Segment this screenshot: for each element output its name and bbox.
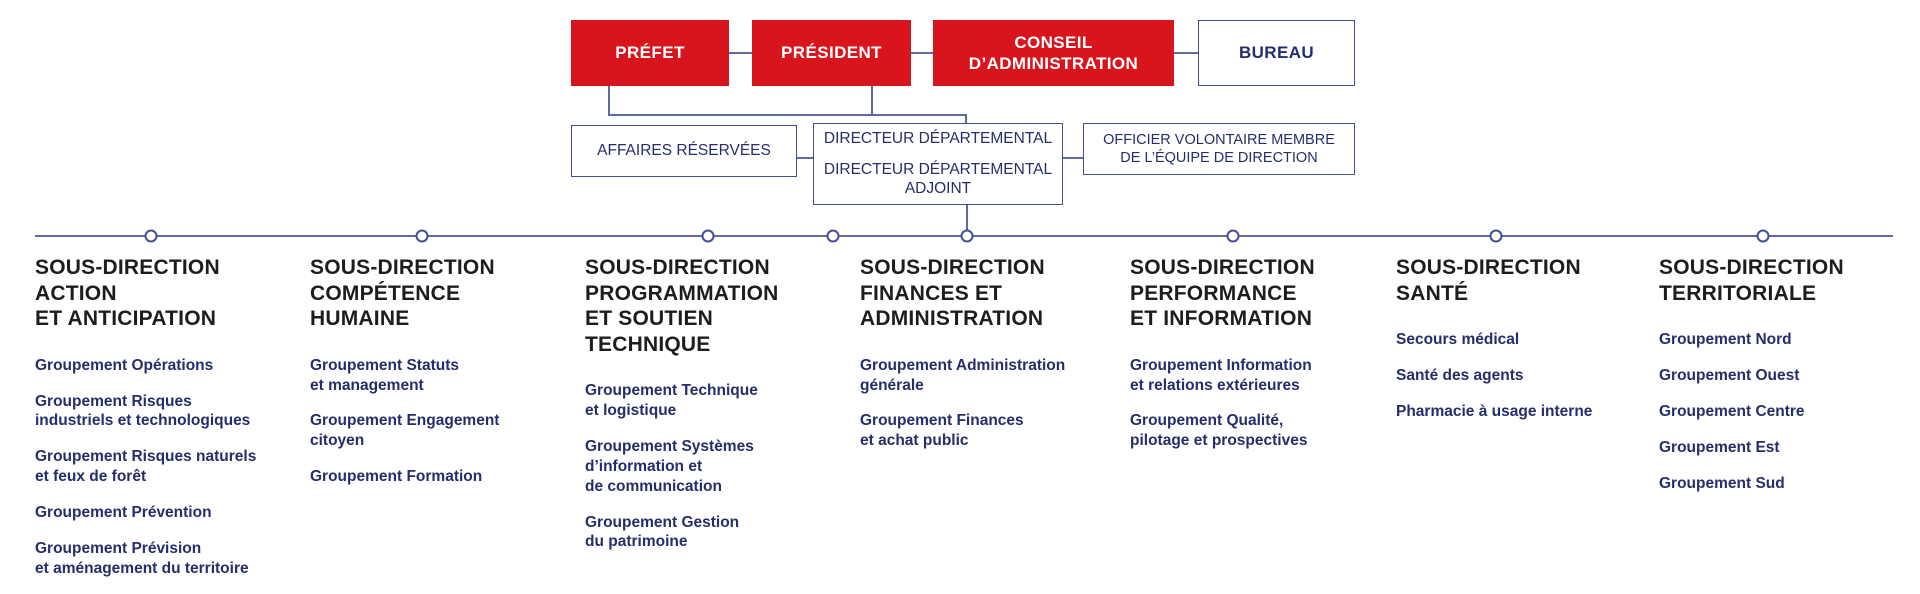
connector-node <box>415 229 429 243</box>
groupement-item: Groupement Prévention <box>35 503 212 521</box>
connector-prefet-president <box>729 52 752 54</box>
connector-president-conseil <box>911 52 933 54</box>
groupement-item: Groupement Systèmes d’information et de … <box>585 438 754 495</box>
connector-conseil-bureau <box>1174 52 1198 54</box>
groupement-item: Groupement Opérations <box>35 356 214 374</box>
sous-direction-column-7: SOUS-DIRECTION TERRITORIALE Groupement No… <box>1659 255 1914 509</box>
groupement-item: Groupement Formation <box>310 468 483 486</box>
directeur-departemental-box: DIRECTEUR DÉPARTEMENTAL DIRECTEUR DÉPART… <box>813 123 1063 205</box>
groupement-item: Groupement Technique et logistique <box>585 382 758 420</box>
groupement-item: Groupement Nord <box>1659 331 1792 349</box>
directeur-label: DIRECTEUR DÉPARTEMENTAL <box>823 130 1053 148</box>
connector-node <box>960 229 974 243</box>
connector-node <box>701 229 715 243</box>
sous-direction-column-1: SOUS-DIRECTION ACTION ET ANTICIPATION Gro… <box>35 255 290 594</box>
president-box: PRÉSIDENT <box>752 20 911 86</box>
connector-node <box>1226 229 1240 243</box>
groupement-item: Groupement Information et relations exté… <box>1130 356 1312 394</box>
sous-direction-column-4: SOUS-DIRECTION FINANCES ET ADMINISTRATIO… <box>860 255 1115 467</box>
sous-direction-column-3: SOUS-DIRECTION PROGRAMMATION ET SOUTIEN … <box>585 255 840 568</box>
connector-node <box>826 229 840 243</box>
sous-direction-title: SOUS-DIRECTION FINANCES ET ADMINISTRATIO… <box>860 256 1045 331</box>
sous-direction-title: SOUS-DIRECTION PERFORMANCE ET INFORMATIO… <box>1130 256 1315 331</box>
sous-direction-title: SOUS-DIRECTION ACTION ET ANTICIPATION <box>35 256 220 331</box>
groupement-item: Secours médical <box>1396 331 1520 349</box>
groupement-item: Groupement Engagement citoyen <box>310 412 500 450</box>
connector-node <box>1489 229 1503 243</box>
groupement-item: Groupement Est <box>1659 438 1780 456</box>
bureau-box: BUREAU <box>1198 20 1355 86</box>
groupement-item: Groupement Risques naturels et feux de f… <box>35 448 257 486</box>
sous-direction-column-5: SOUS-DIRECTION PERFORMANCE ET INFORMATIO… <box>1130 255 1385 467</box>
prefet-box: PRÉFET <box>571 20 729 86</box>
groupement-item: Groupement Centre <box>1659 402 1805 420</box>
groupement-item: Groupement Sud <box>1659 474 1785 492</box>
connector-directeur-mainline <box>966 205 968 236</box>
sous-direction-title: SOUS-DIRECTION COMPÉTENCE HUMAINE <box>310 256 495 331</box>
connector-prefet-drop <box>608 86 610 116</box>
sous-direction-title: SOUS-DIRECTION SANTÉ <box>1396 256 1581 305</box>
sous-direction-title: SOUS-DIRECTION PROGRAMMATION ET SOUTIEN … <box>585 256 779 356</box>
connector-drop-to-directeur <box>965 114 967 124</box>
groupement-item: Groupement Risques industriels et techno… <box>35 392 251 430</box>
groupement-item: Groupement Gestion du patrimoine <box>585 513 740 551</box>
sous-direction-title: SOUS-DIRECTION TERRITORIALE <box>1659 256 1844 305</box>
connector-affaires-directeur <box>797 157 813 159</box>
directeur-adjoint-label: DIRECTEUR DÉPARTEMENTAL ADJOINT <box>823 160 1053 198</box>
connector-mid-horizontal <box>608 114 967 116</box>
groupement-item: Groupement Statuts et management <box>310 356 459 394</box>
groupement-item: Groupement Finances et achat public <box>860 412 1024 450</box>
officier-volontaire-box: OFFICIER VOLONTAIRE MEMBRE DE L’ÉQUIPE D… <box>1083 123 1355 175</box>
conseil-administration-box: CONSEIL D’ADMINISTRATION <box>933 20 1174 86</box>
connector-node <box>144 229 158 243</box>
connector-node <box>1756 229 1770 243</box>
connector-president-drop <box>871 86 873 116</box>
groupement-item: Groupement Prévision et aménagement du t… <box>35 539 249 577</box>
groupement-item: Groupement Administration générale <box>860 356 1066 394</box>
affaires-reservees-box: AFFAIRES RÉSERVÉES <box>571 125 797 177</box>
groupement-item: Pharmacie à usage interne <box>1396 402 1593 420</box>
groupement-item: Groupement Qualité, pilotage et prospect… <box>1130 412 1308 450</box>
groupement-item: Groupement Ouest <box>1659 367 1800 385</box>
groupement-item: Santé des agents <box>1396 367 1524 385</box>
connector-directeur-officier <box>1063 157 1083 159</box>
sous-direction-column-2: SOUS-DIRECTION COMPÉTENCE HUMAINE Groupem… <box>310 255 565 503</box>
